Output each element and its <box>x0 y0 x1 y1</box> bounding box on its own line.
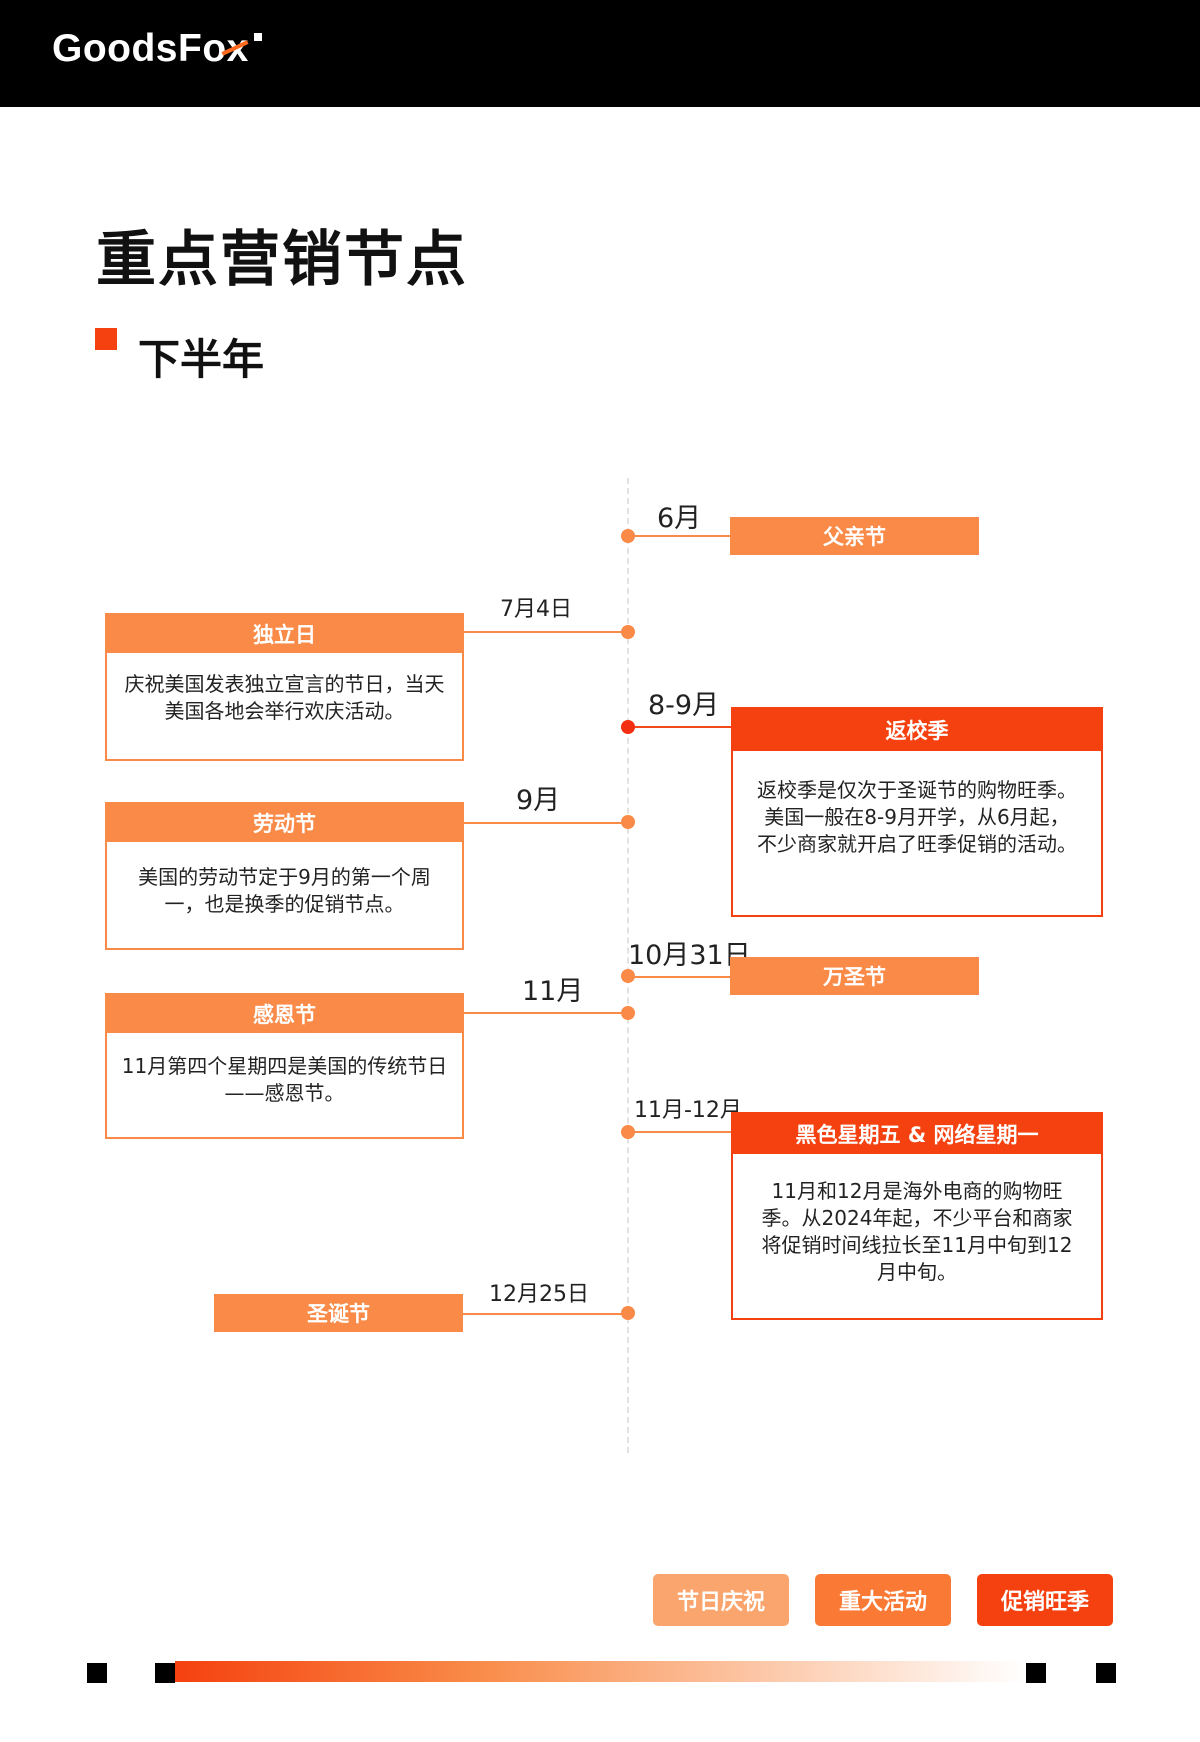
legend-major-event: 重大活动 <box>815 1574 951 1626</box>
back-to-school-date: 8-9月 <box>648 690 720 721</box>
footer-square-icon <box>1026 1663 1046 1683</box>
black-friday-date: 11月-12月 <box>634 1098 742 1123</box>
labor-day-title: 劳动节 <box>107 804 462 842</box>
fathers-day-date: 6月 <box>657 503 702 534</box>
independence-day-dot <box>621 625 635 639</box>
independence-day-connector <box>463 631 628 633</box>
top-bar: GoodsFox <box>0 0 1200 107</box>
halloween-connector <box>628 976 730 978</box>
logo-dot-icon <box>254 33 262 41</box>
halloween-tag: 万圣节 <box>730 957 979 995</box>
page-title: 重点营销节点 <box>96 225 468 295</box>
independence-day-date: 7月4日 <box>500 597 572 622</box>
thanksgiving-date: 11月 <box>522 976 584 1007</box>
thanksgiving-connector <box>463 1012 628 1014</box>
independence-day-card: 独立日 庆祝美国发表独立宣言的节日，当天美国各地会举行欢庆活动。 <box>105 613 464 761</box>
black-friday-desc: 11月和12月是海外电商的购物旺季。从2024年起，不少平台和商家将促销时间线拉… <box>761 1179 1073 1284</box>
black-friday-card: 黑色星期五 & 网络星期一 11月和12月是海外电商的购物旺季。从2024年起，… <box>731 1112 1103 1320</box>
legend-promo-season: 促销旺季 <box>977 1574 1113 1626</box>
footer-square-icon <box>155 1663 175 1683</box>
thanksgiving-card: 感恩节 11月第四个星期四是美国的传统节日——感恩节。 <box>105 993 464 1139</box>
labor-day-desc: 美国的劳动节定于9月的第一个周一，也是换季的促销节点。 <box>138 865 431 916</box>
black-friday-title: 黑色星期五 & 网络星期一 <box>733 1114 1101 1154</box>
back-to-school-desc: 返校季是仅次于圣诞节的购物旺季。美国一般在8-9月开学，从6月起，不少商家就开启… <box>757 778 1077 856</box>
labor-day-dot <box>621 815 635 829</box>
fathers-day-connector <box>628 535 730 537</box>
halloween-dot <box>621 969 635 983</box>
thanksgiving-title: 感恩节 <box>107 995 462 1033</box>
goodsfox-logo[interactable]: GoodsFox <box>52 27 249 70</box>
black-friday-dot <box>621 1125 635 1139</box>
labor-day-date: 9月 <box>516 785 561 816</box>
footer-gradient-bar <box>175 1661 1025 1682</box>
back-to-school-card: 返校季 返校季是仅次于圣诞节的购物旺季。美国一般在8-9月开学，从6月起，不少商… <box>731 707 1103 917</box>
fathers-day-dot <box>621 529 635 543</box>
footer-square-icon <box>1096 1663 1116 1683</box>
thanksgiving-desc: 11月第四个星期四是美国的传统节日——感恩节。 <box>121 1054 448 1105</box>
fathers-day-tag: 父亲节 <box>730 517 979 555</box>
independence-day-title: 独立日 <box>107 615 462 653</box>
legend-holiday: 节日庆祝 <box>653 1574 789 1626</box>
black-friday-connector <box>628 1131 732 1133</box>
labor-day-connector <box>463 822 628 824</box>
christmas-connector <box>463 1313 628 1315</box>
thanksgiving-dot <box>621 1006 635 1020</box>
christmas-tag: 圣诞节 <box>214 1294 463 1332</box>
back-to-school-dot <box>621 720 635 734</box>
christmas-date: 12月25日 <box>489 1282 589 1307</box>
independence-day-desc: 庆祝美国发表独立宣言的节日，当天美国各地会举行欢庆活动。 <box>124 672 445 723</box>
footer-square-icon <box>87 1663 107 1683</box>
christmas-dot <box>621 1306 635 1320</box>
section-bullet-icon <box>95 328 117 350</box>
timeline-axis <box>627 478 629 1453</box>
back-to-school-connector <box>628 726 732 728</box>
back-to-school-title: 返校季 <box>733 709 1101 751</box>
labor-day-card: 劳动节 美国的劳动节定于9月的第一个周一，也是换季的促销节点。 <box>105 802 464 950</box>
section-subtitle: 下半年 <box>138 335 265 384</box>
